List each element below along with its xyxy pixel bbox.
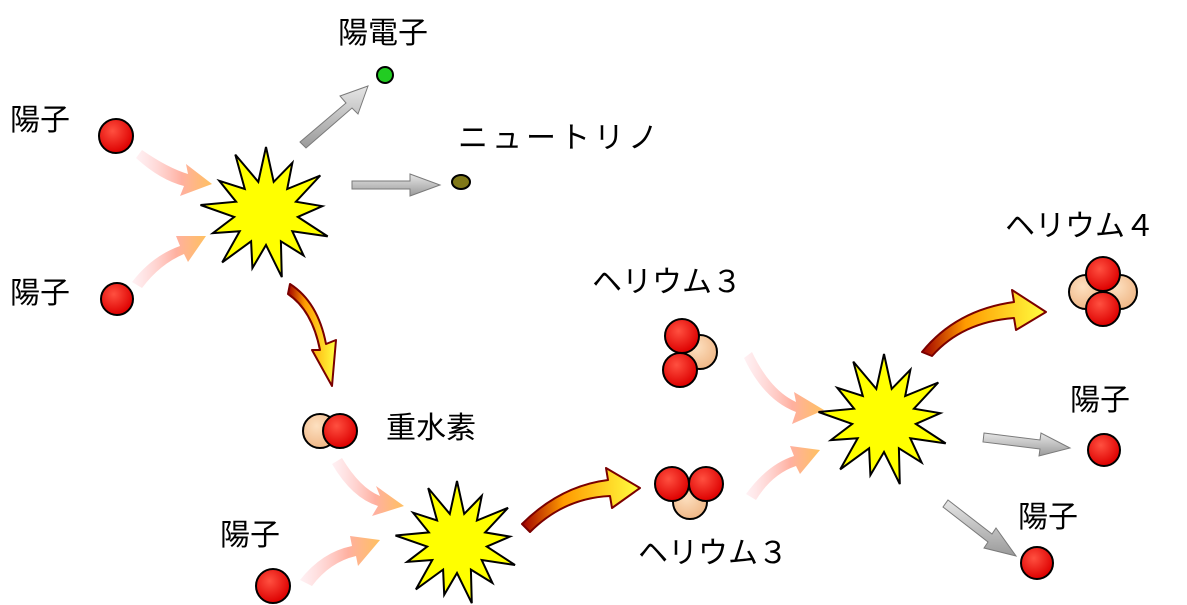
proton-label: 陽子 (220, 518, 280, 553)
deuterium-nucleus (302, 413, 358, 449)
input-arrow (744, 352, 824, 424)
input-arrow (332, 458, 404, 516)
helium4-label: ヘリウム４ (1005, 209, 1155, 244)
proton-particle (255, 568, 291, 604)
positron-label: 陽電子 (338, 16, 428, 51)
proton-particle (1020, 546, 1054, 580)
helium3-nucleus-top (662, 318, 718, 388)
fusion-explosion-2 (395, 480, 516, 604)
proton-release-arrow (942, 499, 1018, 557)
proton-particle (98, 118, 134, 154)
deuterium-label: 重水素 (386, 411, 476, 446)
deuterium-product-arrow (287, 283, 337, 387)
proton-particle (1087, 433, 1121, 467)
proton-label: 陽子 (10, 103, 70, 138)
proton-label: 陽子 (1070, 383, 1130, 418)
input-arrow (132, 236, 206, 288)
helium4-nucleus (1068, 256, 1138, 327)
proton-label: 陽子 (10, 276, 70, 311)
helium3-product-arrow (521, 467, 641, 533)
fusion-explosion-1 (200, 146, 329, 278)
neutrino-particle (451, 174, 471, 190)
proton-label: 陽子 (1018, 500, 1078, 535)
proton-release-arrow (982, 432, 1072, 457)
input-arrow (300, 536, 380, 586)
helium4-product-arrow (921, 289, 1047, 357)
neutrino-emission-arrow (351, 173, 442, 197)
positron-particle (376, 66, 394, 84)
input-arrow (746, 446, 820, 500)
fusion-explosion-3 (818, 353, 947, 485)
neutrino-label: ニュートリノ (458, 121, 662, 156)
input-arrow (136, 150, 212, 196)
helium3-label: ヘリウム３ (592, 265, 742, 300)
positron-emission-arrow (299, 85, 369, 149)
proton-particle (100, 282, 134, 316)
helium3-label: ヘリウム３ (638, 536, 788, 571)
helium3-nucleus-bottom (654, 466, 724, 520)
